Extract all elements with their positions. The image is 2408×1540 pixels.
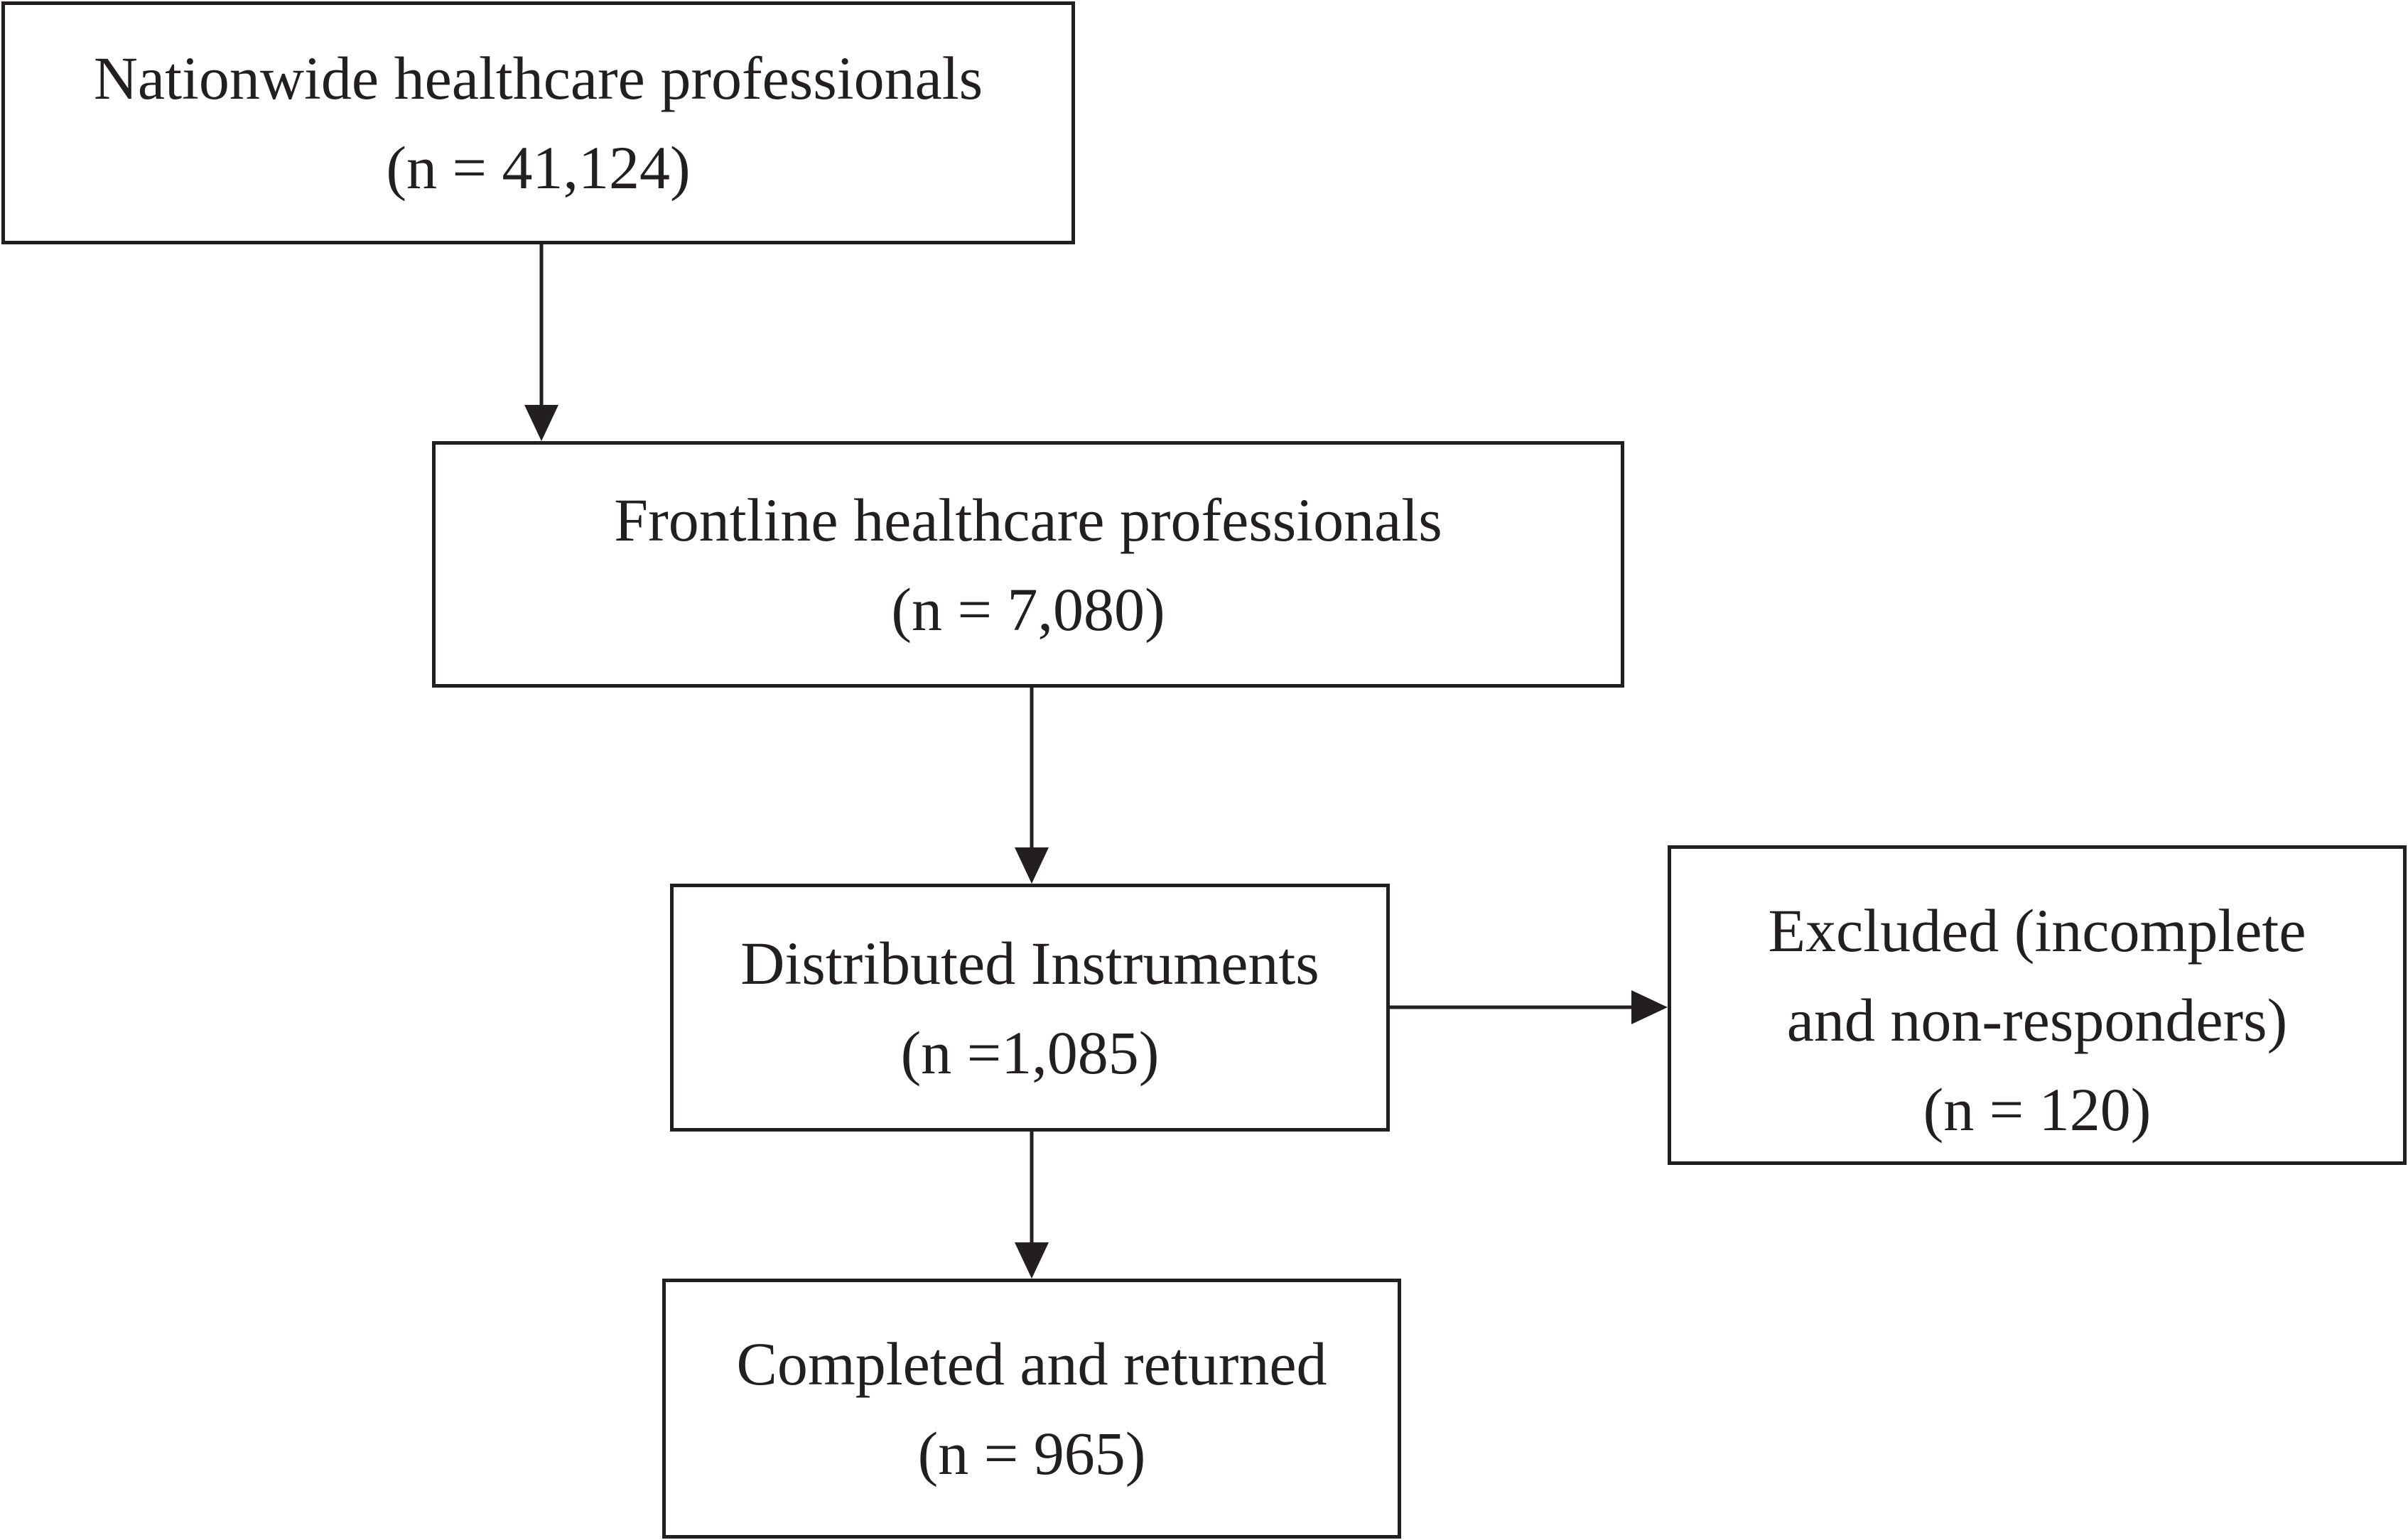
node-completed-and-returned: Completed and returned (n = 965) (662, 1279, 1401, 1539)
node-distributed-count: (n =1,085) (900, 1018, 1160, 1087)
node-frontline-count: (n = 7,080) (891, 575, 1165, 644)
node-distributed-label: Distributed Instruments (740, 928, 1319, 997)
arrowhead-nationwide-to-frontline (524, 405, 558, 441)
node-completed-label: Completed and returned (736, 1330, 1327, 1398)
node-excluded-count: (n = 120) (1923, 1075, 2151, 1144)
node-nationwide-count: (n = 41,124) (386, 134, 691, 202)
node-excluded-label-line1: Excluded (incomplete (1768, 896, 2306, 965)
arrowhead-distributed-to-excluded (1631, 990, 1668, 1024)
arrowhead-distributed-to-completed (1015, 1242, 1049, 1279)
node-excluded-label-line2: and non-responders) (1786, 986, 2288, 1054)
node-completed-count: (n = 965) (917, 1419, 1146, 1487)
node-nationwide-healthcare-professionals: Nationwide healthcare professionals (n =… (1, 1, 1075, 244)
node-distributed-instruments: Distributed Instruments (n =1,085) (670, 884, 1390, 1132)
node-frontline-label: Frontline healthcare professionals (614, 485, 1442, 554)
arrowhead-frontline-to-distributed (1015, 847, 1049, 884)
node-nationwide-label: Nationwide healthcare professionals (93, 44, 983, 112)
node-excluded: Excluded (incomplete and non-responders)… (1668, 845, 2407, 1165)
node-frontline-healthcare-professionals: Frontline healthcare professionals (n = … (432, 441, 1624, 688)
